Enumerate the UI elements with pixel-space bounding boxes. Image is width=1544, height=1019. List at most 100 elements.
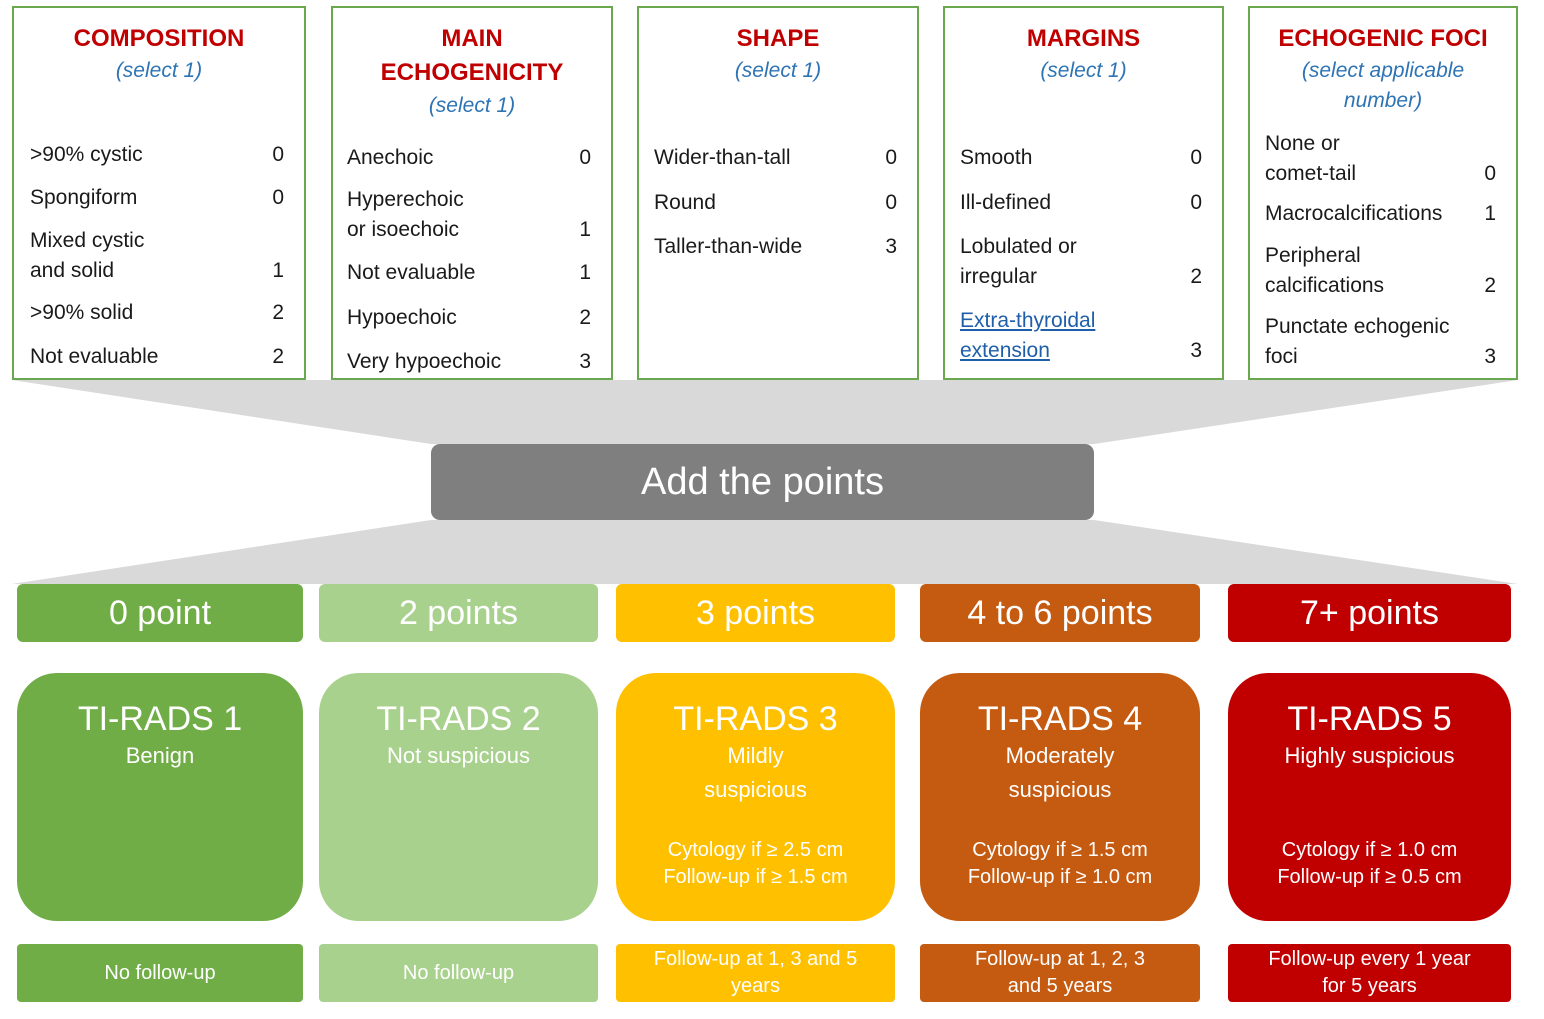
- criteria-option-points: 3: [885, 235, 897, 258]
- criteria-option-label: Hyperechoic: [347, 188, 464, 211]
- tirads-category: TI-RADS 2: [376, 700, 541, 738]
- criteria-option-label: Not evaluable: [30, 345, 159, 368]
- points-header: 7+ points: [1228, 584, 1511, 642]
- criteria-option-points: 3: [1484, 345, 1496, 368]
- criteria-instruction: (select applicable number): [1250, 56, 1516, 116]
- criteria-option-label: Taller-than-wide: [654, 235, 803, 258]
- criteria-option-points: 1: [579, 218, 591, 241]
- lower-funnel: [12, 520, 1518, 584]
- criteria-option-label: and solid: [30, 259, 115, 282]
- tirads-risk-line: suspicious: [704, 777, 807, 802]
- points-header-label: 7+ points: [1300, 593, 1439, 632]
- criteria-option-points: 2: [272, 345, 284, 368]
- criteria-option-points: 2: [579, 306, 591, 329]
- criteria-option-label: Hypoechoic: [347, 306, 457, 329]
- tirads-category: TI-RADS 4: [977, 700, 1143, 738]
- tirads-risk-line: Moderately: [1005, 743, 1115, 768]
- points-header: 3 points: [616, 584, 895, 642]
- followup-line: for 5 years: [1322, 975, 1417, 997]
- followup-bar: No follow-up: [319, 944, 598, 1002]
- criteria-option-label: Mixed cystic: [30, 229, 145, 252]
- criteria-option: Wider-than-tall: [654, 143, 791, 173]
- criteria-title-line: MAIN: [441, 25, 503, 52]
- criteria-box: ECHOGENIC FOCI (select applicable number) N…: [1248, 6, 1518, 380]
- followup-text: No follow-up: [403, 960, 514, 987]
- tirads-rule-line: Cytology if ≥ 2.5 cm: [667, 839, 844, 861]
- criteria-option-label: Ill-defined: [960, 191, 1052, 214]
- followup-line: No follow-up: [402, 961, 515, 984]
- criteria-option-points: 0: [272, 186, 284, 209]
- criteria-title: COMPOSITION: [14, 22, 304, 56]
- criteria-option: Macrocalcifications: [1265, 199, 1442, 229]
- add-points-label: Add the points: [641, 460, 884, 503]
- followup-text: Follow-up every 1 year for 5 years: [1268, 946, 1470, 1000]
- criteria-option: Smooth: [960, 143, 1032, 173]
- criteria-option: Hyperechoic or isoechoic: [347, 185, 464, 245]
- criteria-option: Ill-defined: [960, 188, 1051, 218]
- followup-line: and 5 years: [1007, 975, 1113, 997]
- criteria-option-label: Smooth: [960, 146, 1033, 169]
- criteria-option-points: 1: [272, 259, 284, 282]
- tirads-risk: Moderately suspicious: [920, 739, 1200, 807]
- tirads-category: TI-RADS 5: [1287, 700, 1452, 738]
- criteria-option-label: Very hypoechoic: [347, 350, 502, 373]
- followup-text: Follow-up at 1, 2, 3 and 5 years: [975, 946, 1145, 1000]
- criteria-instruction-line: (select 1): [1040, 59, 1127, 82]
- criteria-option-label: Wider-than-tall: [654, 146, 791, 169]
- criteria-option: Not evaluable: [347, 258, 475, 288]
- tirads-risk-line: suspicious: [1008, 777, 1112, 802]
- followup-line: Follow-up every 1 year: [1268, 948, 1471, 970]
- criteria-instruction: (select 1): [14, 56, 304, 86]
- followup-line: No follow-up: [104, 961, 216, 984]
- tirads-risk-line: Highly suspicious: [1284, 743, 1455, 768]
- criteria-title-line: COMPOSITION: [73, 25, 245, 52]
- criteria-option-label: Anechoic: [347, 146, 434, 169]
- criteria-option-label: comet-tail: [1265, 162, 1357, 185]
- criteria-option: Mixed cystic and solid: [30, 226, 144, 286]
- tirads-rule-line: Follow-up if ≥ 0.5 cm: [1277, 866, 1462, 888]
- criteria-option-points: 0: [1190, 146, 1202, 169]
- criteria-option-label: Macrocalcifications: [1265, 202, 1443, 225]
- tirads-card: TI-RADS 1 Benign: [17, 673, 303, 921]
- add-points-banner: Add the points: [431, 444, 1094, 520]
- criteria-option-points: 0: [579, 146, 591, 169]
- tirads-rule-line: Cytology if ≥ 1.5 cm: [972, 839, 1148, 861]
- criteria-title: ECHOGENIC FOCI: [1250, 22, 1516, 56]
- points-header-label: 3 points: [695, 593, 816, 632]
- criteria-option: >90% solid: [30, 298, 133, 328]
- criteria-instruction-line: (select applicable: [1301, 59, 1465, 82]
- tirads-risk: Not suspicious: [319, 739, 598, 773]
- criteria-option-points: 0: [885, 191, 897, 214]
- criteria-option-points: 2: [1484, 274, 1496, 297]
- criteria-option: Taller-than-wide: [654, 232, 802, 262]
- criteria-instruction-line: (select 1): [115, 59, 203, 82]
- criteria-option-label: Not evaluable: [347, 261, 476, 284]
- criteria-option: Round: [654, 188, 716, 218]
- criteria-option-label: foci: [1265, 345, 1298, 368]
- followup-line: Follow-up at 1, 2, 3: [974, 948, 1146, 970]
- tirads-category: TI-RADS 1: [77, 700, 243, 738]
- points-header-label: 0 point: [108, 593, 212, 632]
- tirads-risk-line: Benign: [125, 743, 195, 768]
- points-header-label: 2 points: [398, 593, 519, 632]
- criteria-instruction-line: (select 1): [428, 94, 516, 117]
- points-header: 2 points: [319, 584, 598, 642]
- criteria-instruction-line: number): [1343, 89, 1423, 112]
- criteria-option-label: or isoechoic: [347, 218, 460, 241]
- criteria-option: Not evaluable: [30, 342, 158, 372]
- criteria-option-points: 3: [1190, 339, 1202, 362]
